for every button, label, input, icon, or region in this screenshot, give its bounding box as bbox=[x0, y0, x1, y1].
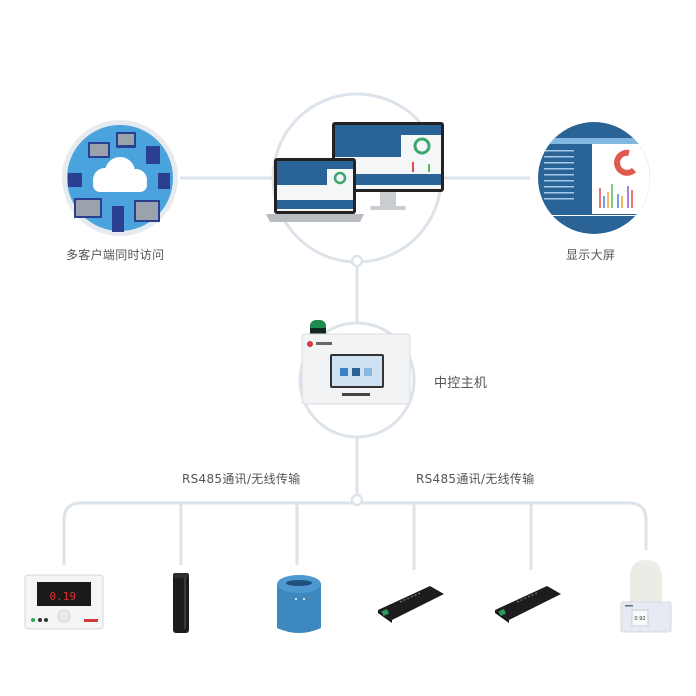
label-big-screen: 显示大屏 bbox=[566, 248, 616, 262]
black-transmitter-box-icon bbox=[495, 586, 561, 623]
junction-bus bbox=[350, 493, 364, 507]
black-cylinder-probe-icon bbox=[173, 573, 189, 633]
dome-sensor-with-screen-icon: 0.92 bbox=[620, 560, 672, 633]
cloud-devices-icon bbox=[62, 120, 178, 236]
node-big-screen bbox=[534, 118, 654, 238]
label-multi-client: 多客户端同时访问 bbox=[66, 248, 165, 262]
device-cylinder-probe bbox=[172, 573, 190, 635]
black-transmitter-box-icon bbox=[378, 586, 444, 623]
label-controller: 中控主机 bbox=[434, 376, 488, 391]
node-multi-client bbox=[60, 118, 180, 238]
device-blue-canister bbox=[274, 572, 324, 638]
dashboard-screen-icon bbox=[538, 122, 650, 234]
display-reading: 0.19 bbox=[50, 590, 77, 603]
node-controller bbox=[300, 320, 412, 408]
blue-canister-sensor-icon bbox=[277, 575, 321, 633]
laptop-monitor-dashboard-icon bbox=[266, 122, 444, 222]
central-controller-device-icon bbox=[301, 320, 411, 405]
device-bus bbox=[62, 501, 648, 565]
device-dome-sensor: 0.92 bbox=[618, 558, 674, 636]
digital-display-monitor-icon: 0.19 bbox=[24, 574, 104, 630]
device-transmitter-2 bbox=[493, 582, 563, 624]
dome-reading: 0.92 bbox=[634, 616, 645, 622]
label-left-bus: RS485通讯/无线传输 bbox=[182, 472, 301, 486]
junction-top bbox=[350, 254, 364, 268]
device-transmitter-1 bbox=[376, 582, 446, 624]
device-display-monitor: 0.19 bbox=[24, 574, 104, 632]
label-right-bus: RS485通讯/无线传输 bbox=[416, 472, 535, 486]
node-web-platform bbox=[262, 118, 452, 228]
